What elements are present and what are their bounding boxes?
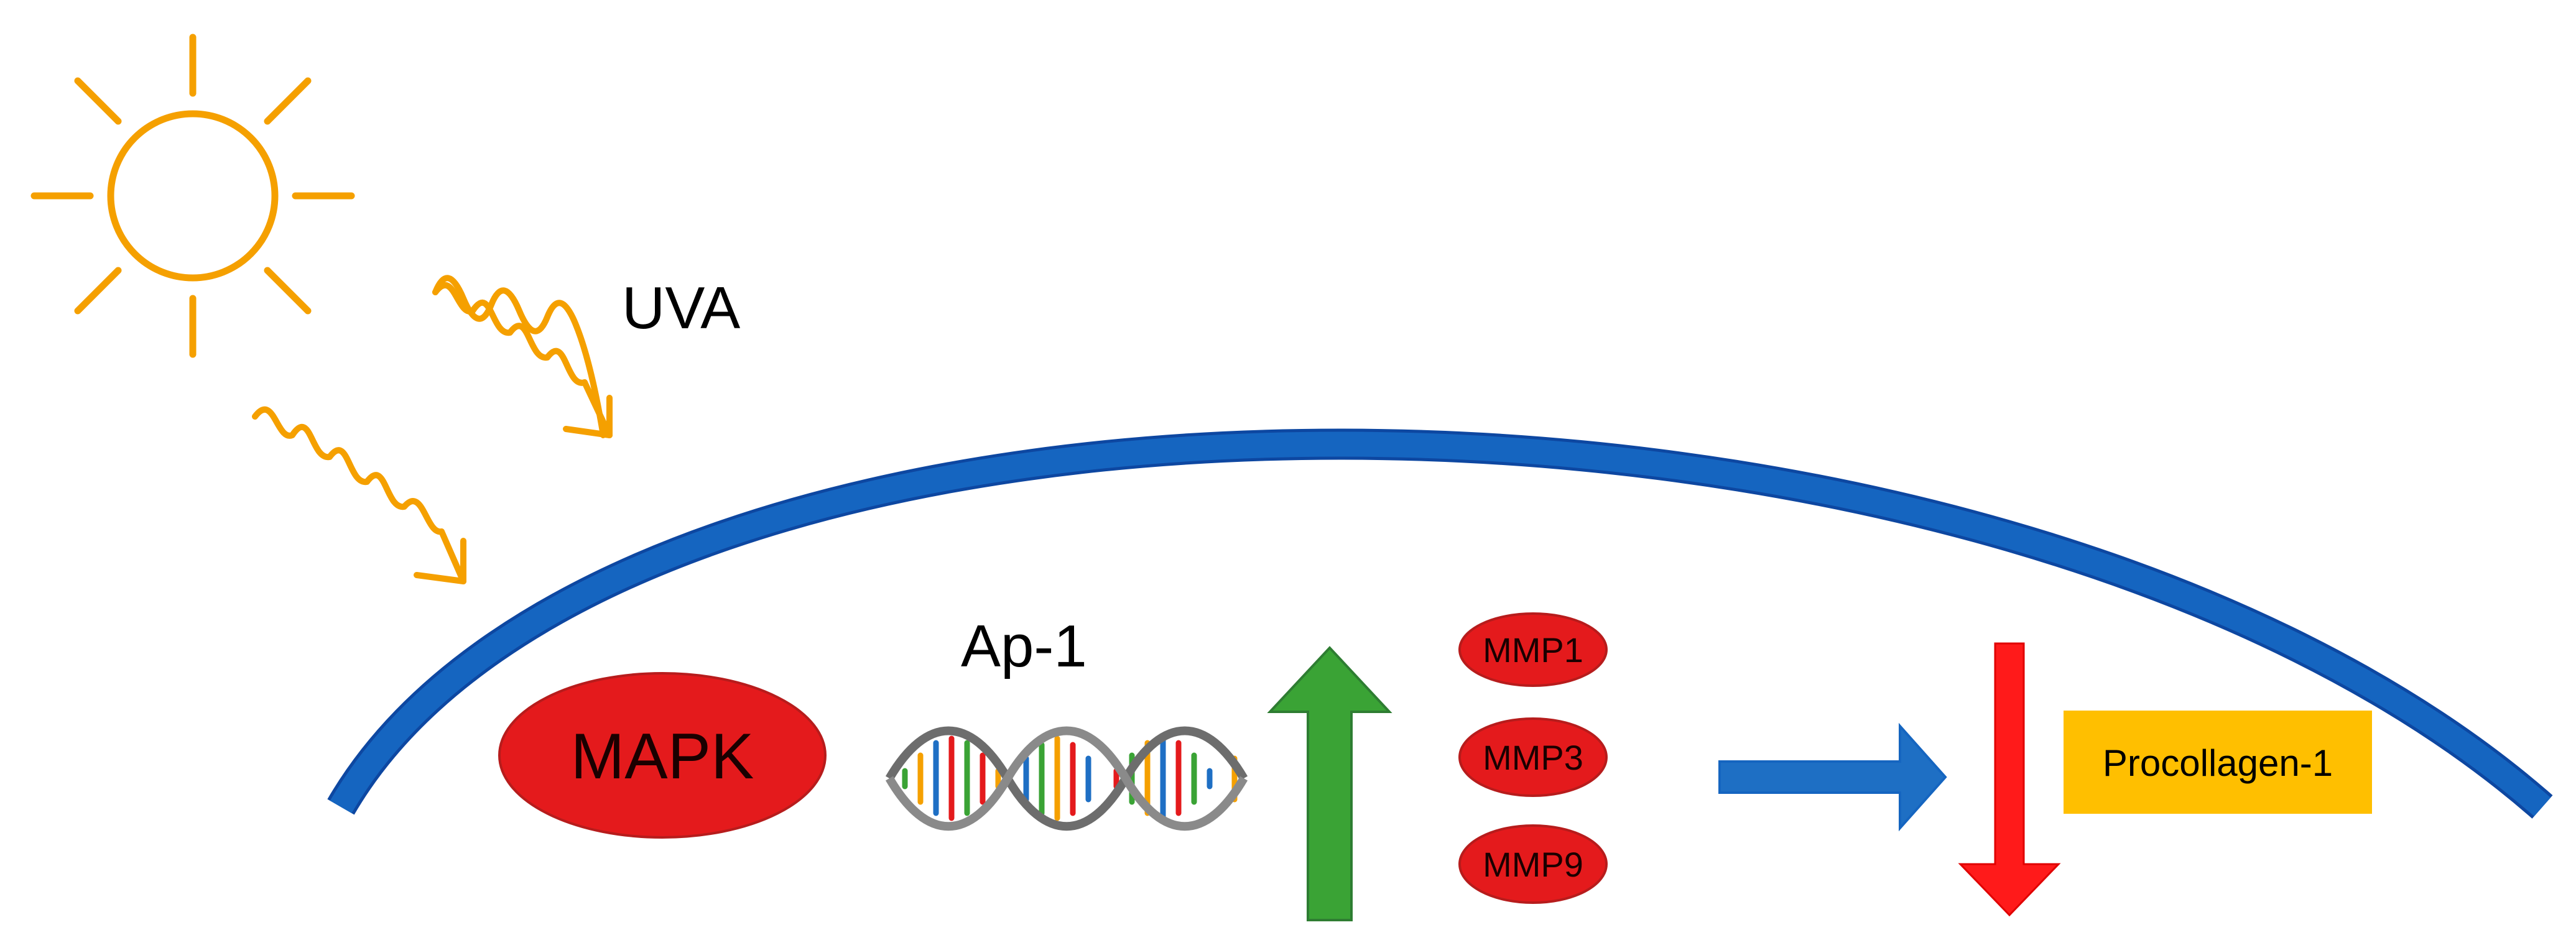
leads-to-arrow xyxy=(1718,722,1947,832)
downregulation-arrow xyxy=(1958,642,2061,917)
procollagen-box: Procollagen-1 xyxy=(2064,711,2372,814)
mmp1-label: MMP1 xyxy=(1483,630,1583,670)
mmp3-label: MMP3 xyxy=(1483,738,1583,777)
upregulation-arrow xyxy=(1267,646,1392,921)
cell-membrane-fill xyxy=(330,431,2551,817)
uv-wave-icon xyxy=(252,406,466,584)
ap1-label: Ap-1 xyxy=(961,613,1087,679)
mmp9-node: MMP9 xyxy=(1458,824,1608,904)
dna-helix-icon xyxy=(885,726,1248,831)
mapk-label: MAPK xyxy=(571,721,754,793)
uva-label: UVA xyxy=(622,275,740,341)
uv-wave-icon xyxy=(432,275,613,438)
mmp3-node: MMP3 xyxy=(1458,717,1608,797)
procollagen-label: Procollagen-1 xyxy=(2103,742,2333,784)
mapk-node: MAPK xyxy=(498,672,827,839)
sun-icon xyxy=(30,34,355,358)
mmp9-label: MMP9 xyxy=(1483,845,1583,884)
mmp1-node: MMP1 xyxy=(1458,612,1608,687)
